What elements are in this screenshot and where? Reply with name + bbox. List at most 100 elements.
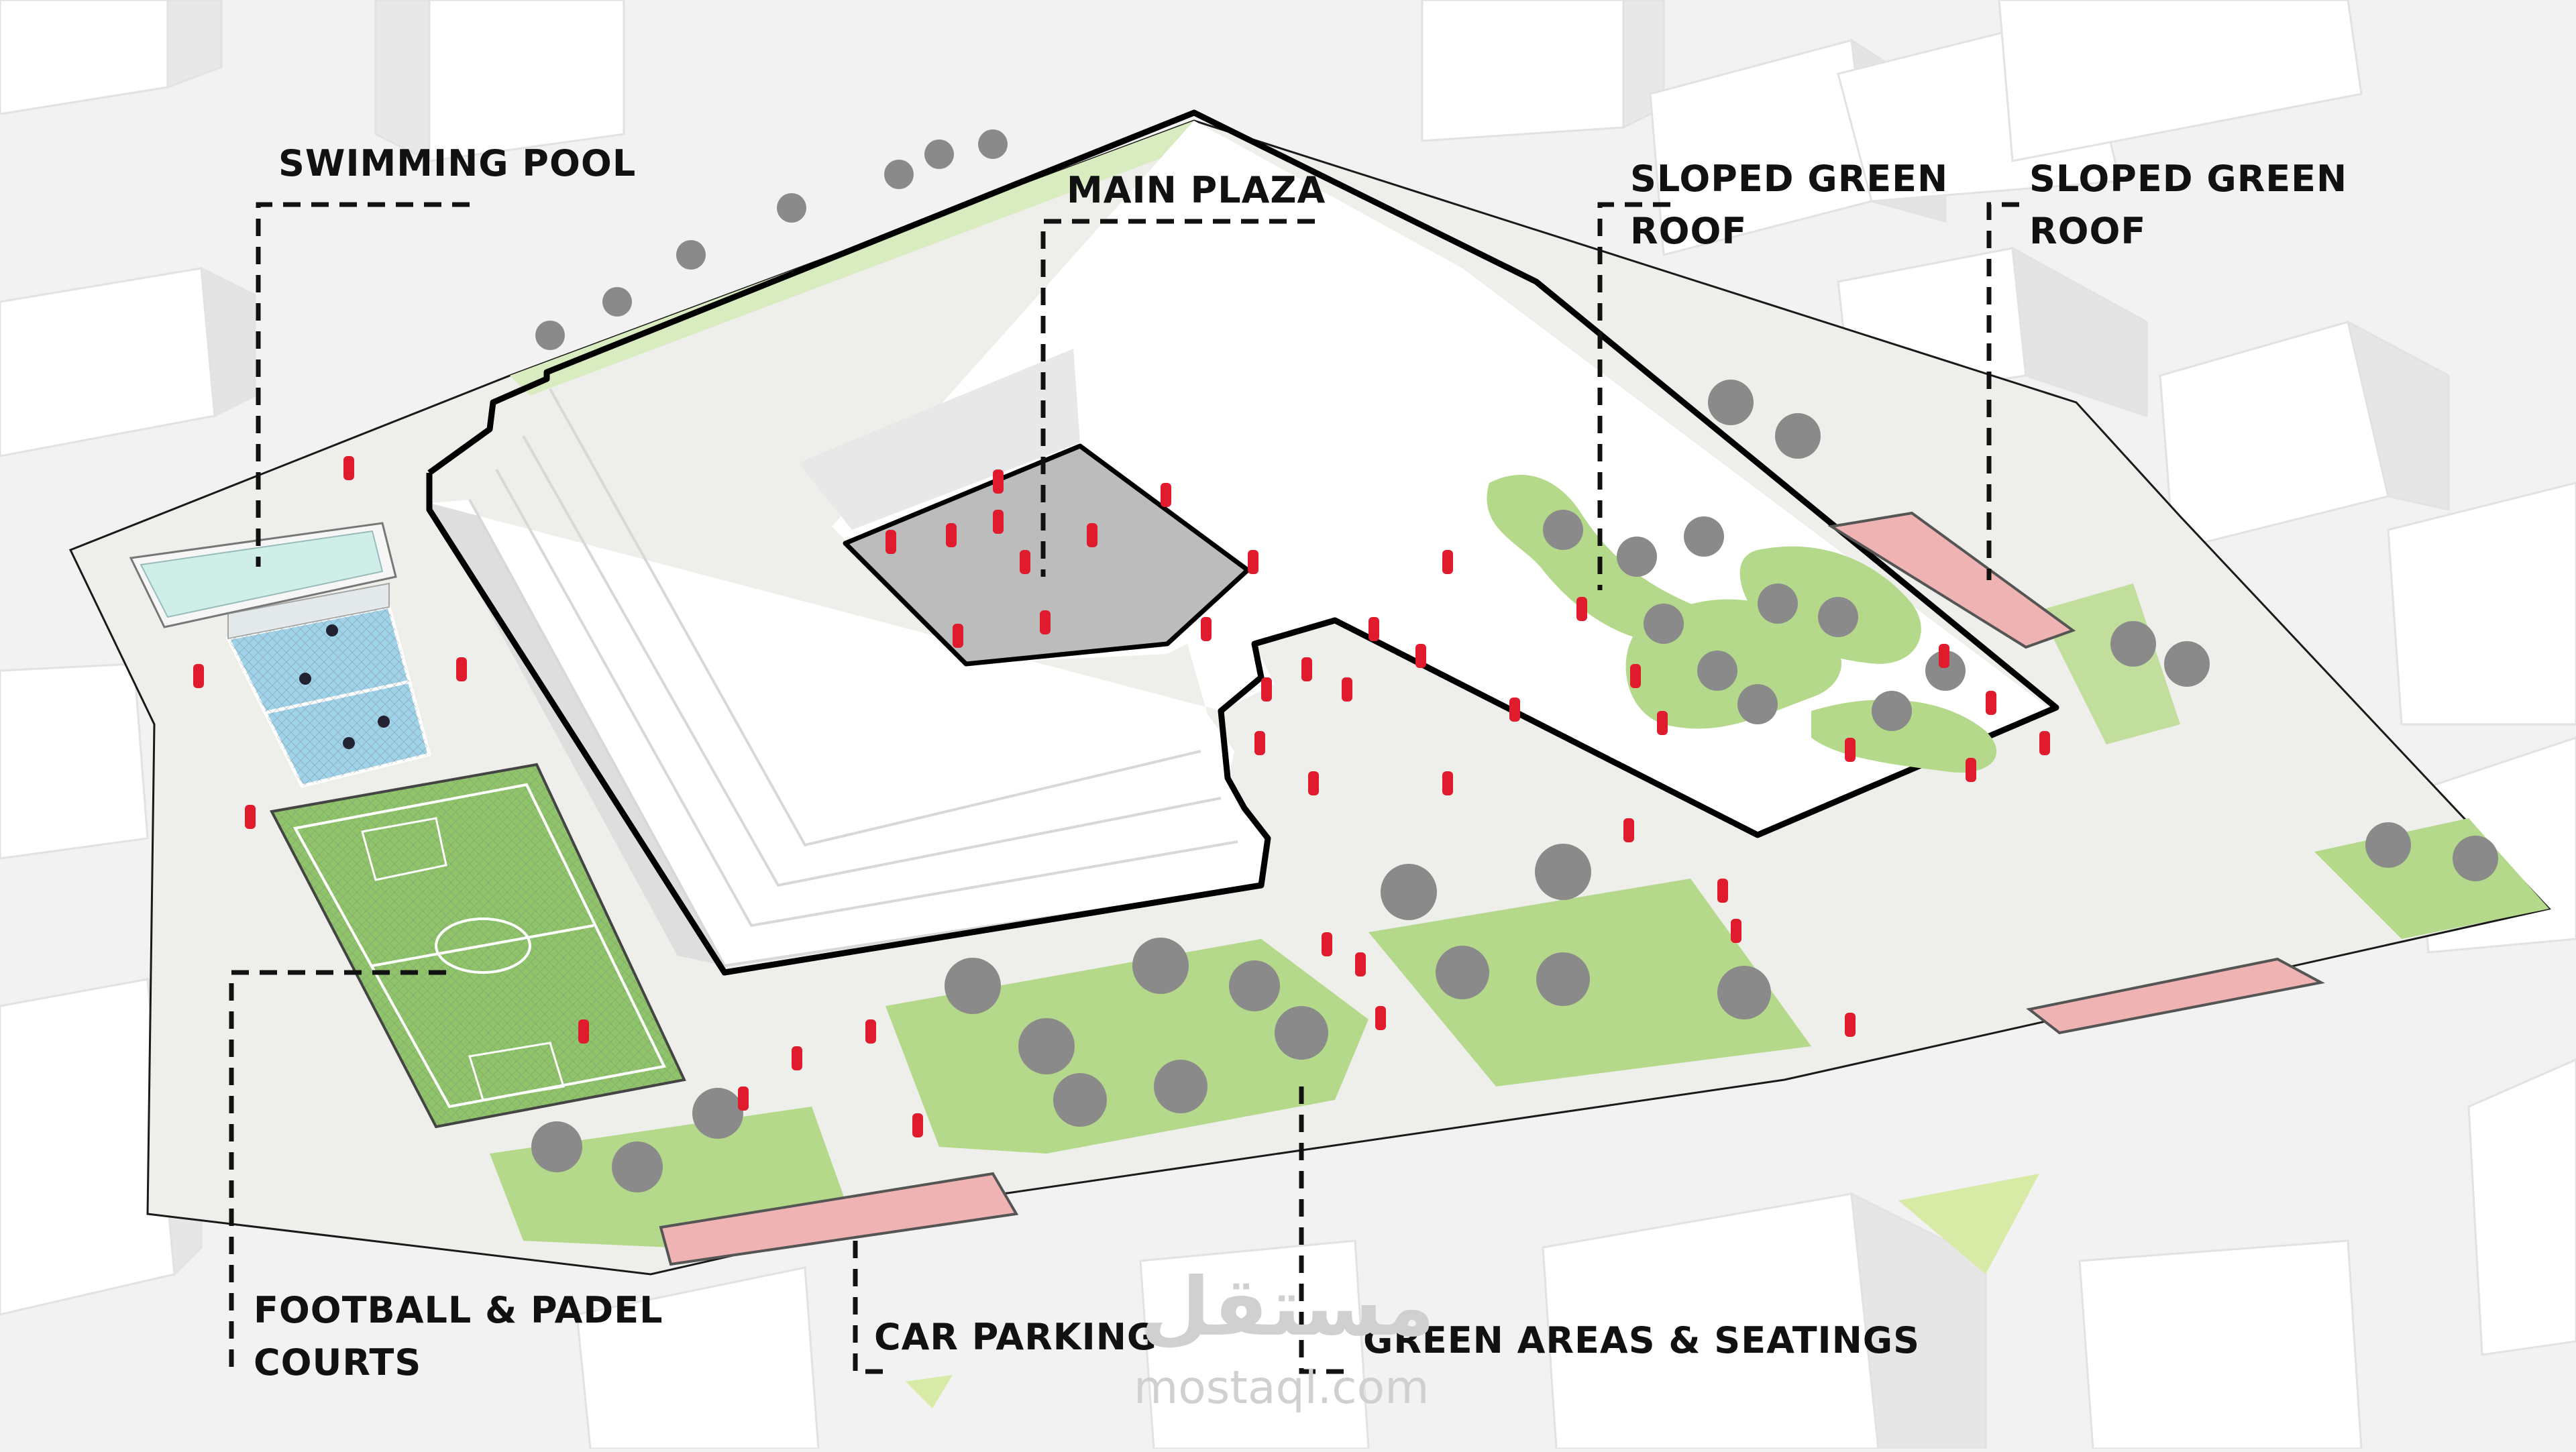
- label-courts: FOOTBALL & PADEL COURTS: [254, 1284, 663, 1389]
- person: [1020, 550, 1030, 574]
- context-building: [2467, 1058, 2576, 1356]
- trees: [531, 129, 2498, 1192]
- building-outline: [426, 109, 2059, 976]
- person: [1939, 644, 1949, 668]
- tree: [612, 1141, 663, 1192]
- person: [1322, 932, 1332, 956]
- person: [738, 1086, 749, 1111]
- context-building: [0, 266, 256, 457]
- person: [865, 1019, 876, 1044]
- person: [1442, 550, 1453, 574]
- label-car-parking: CAR PARKING: [874, 1316, 1158, 1358]
- tree: [1275, 1006, 1328, 1060]
- person: [456, 657, 467, 681]
- padel-player: [378, 716, 390, 728]
- person: [1342, 677, 1352, 702]
- tree: [1018, 1018, 1075, 1074]
- tree: [1737, 684, 1778, 724]
- label-sloped-roof-2-line2: ROOF: [2029, 210, 2147, 252]
- watermark-arabic: مستقل: [1140, 1261, 1435, 1354]
- leader-swimming-pool: [256, 202, 470, 567]
- leader-sloped-roof-1: [1597, 202, 1670, 590]
- leader-lines: [229, 202, 2019, 1374]
- main-building: [426, 109, 2059, 976]
- tree: [602, 287, 632, 317]
- tree: [1925, 651, 1966, 691]
- tree: [2110, 621, 2156, 667]
- tree: [1132, 938, 1189, 994]
- padel-player: [326, 624, 338, 636]
- leader-car-parking: [853, 1241, 889, 1374]
- person: [1248, 550, 1258, 574]
- context-building: [1998, 0, 2363, 162]
- tree: [692, 1088, 743, 1139]
- tree: [1775, 413, 1821, 459]
- person: [1375, 1006, 1386, 1030]
- padel-player: [299, 673, 311, 685]
- person: [1966, 758, 1976, 782]
- context-building: [2159, 320, 2450, 551]
- person: [1717, 879, 1728, 903]
- person: [1040, 610, 1051, 634]
- person: [912, 1113, 923, 1137]
- tree: [2164, 641, 2210, 687]
- tree: [884, 160, 914, 189]
- watermark-latin: mostaql.com: [1134, 1361, 1430, 1414]
- tree: [1617, 537, 1657, 577]
- tree: [1708, 380, 1754, 425]
- tree: [2365, 822, 2411, 868]
- padel-player: [343, 737, 355, 749]
- tree: [1644, 604, 1684, 644]
- padel-courts: [225, 582, 432, 788]
- person: [993, 469, 1004, 494]
- tree: [1543, 510, 1583, 550]
- swimming-pool: [129, 522, 397, 628]
- tree: [1697, 651, 1737, 691]
- person: [1657, 711, 1668, 735]
- tree: [1684, 516, 1724, 557]
- person: [1415, 644, 1426, 668]
- parking-bay: [1827, 511, 2076, 649]
- tree: [777, 193, 806, 223]
- label-swimming-pool: SWIMMING POOL: [278, 142, 637, 184]
- person: [953, 624, 963, 648]
- person: [1308, 771, 1319, 795]
- tree: [1229, 960, 1280, 1011]
- context-building: [2078, 1239, 2363, 1450]
- person: [1254, 731, 1265, 755]
- tree: [945, 958, 1001, 1014]
- person: [1368, 617, 1379, 641]
- person: [578, 1019, 589, 1044]
- leader-courts: [229, 970, 446, 1372]
- tree: [1154, 1060, 1208, 1113]
- person: [1355, 952, 1366, 976]
- label-courts-line2: COURTS: [254, 1341, 422, 1384]
- label-sloped-roof-1: SLOPED GREEN ROOF: [1630, 153, 1948, 258]
- person: [885, 530, 896, 554]
- parking-bay: [659, 1172, 1019, 1266]
- tree: [1381, 864, 1437, 920]
- leader-green-areas: [1299, 1086, 1348, 1374]
- person: [1731, 919, 1741, 943]
- person: [1442, 771, 1453, 795]
- person: [993, 510, 1004, 534]
- tree: [1758, 583, 1798, 624]
- person: [1986, 691, 1996, 715]
- person: [245, 805, 256, 829]
- person: [1630, 664, 1641, 688]
- label-main-plaza: MAIN PLAZA: [1067, 169, 1326, 211]
- context-building: [374, 0, 625, 163]
- tree: [2453, 836, 2498, 881]
- tree: [1717, 966, 1771, 1019]
- tree: [1436, 946, 1489, 999]
- tree: [978, 129, 1008, 159]
- person: [1261, 677, 1272, 702]
- label-sloped-roof-2-line1: SLOPED GREEN: [2029, 158, 2348, 200]
- tree: [1053, 1073, 1107, 1127]
- person: [1623, 818, 1634, 842]
- label-green-areas: GREEN AREAS & SEATINGS: [1363, 1319, 1921, 1361]
- people: [193, 456, 2050, 1137]
